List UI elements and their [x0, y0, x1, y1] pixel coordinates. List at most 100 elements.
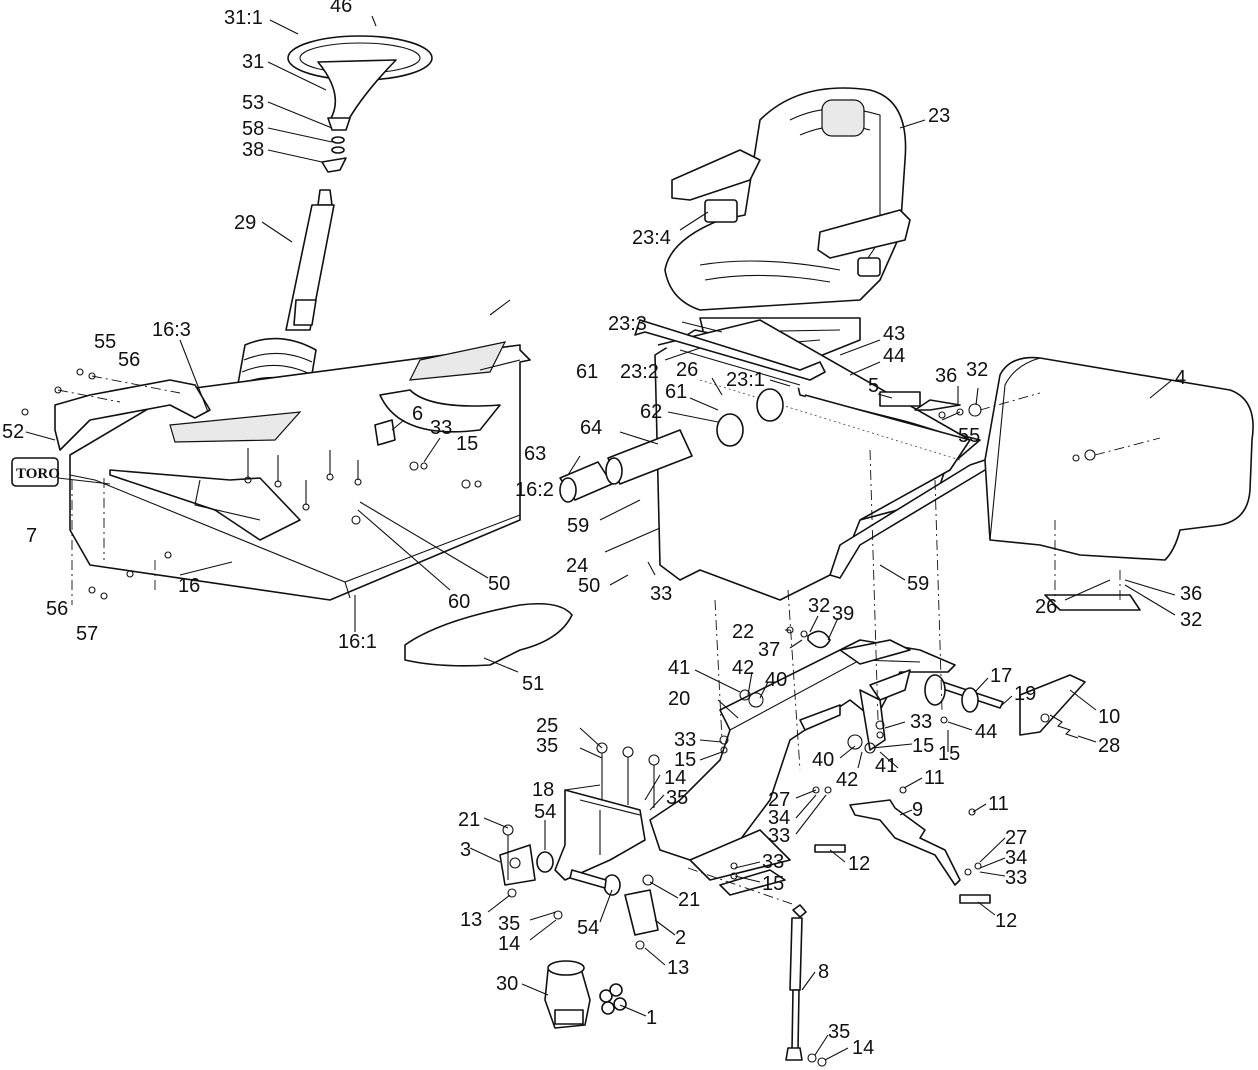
- callout-32: 32: [808, 595, 830, 617]
- callout-34: 34: [1005, 847, 1027, 869]
- callout-59: 59: [567, 515, 589, 537]
- callout-25: 25: [536, 715, 558, 737]
- callout-26: 26: [676, 359, 698, 381]
- operator-seat-23: [664, 87, 911, 373]
- tubes-63-64: [559, 429, 693, 503]
- callout-35: 35: [828, 1021, 850, 1043]
- rear-hardware: [938, 392, 1161, 462]
- callout-16-3: 16:3: [152, 319, 191, 341]
- clamps-61-62: [716, 388, 784, 447]
- callout-31-1: 31:1: [224, 7, 263, 29]
- callout-36: 36: [1180, 583, 1202, 605]
- callout-16-2: 16:2: [515, 479, 554, 501]
- callout-14: 14: [664, 767, 686, 789]
- callout-22: 22: [732, 621, 754, 643]
- callout-57: 57: [76, 623, 98, 645]
- callout-9: 9: [912, 799, 923, 821]
- callout-51: 51: [522, 673, 544, 695]
- callout-52: 52: [2, 421, 24, 443]
- callout-27: 27: [1005, 827, 1027, 849]
- callout-35: 35: [666, 787, 688, 809]
- callout-61: 61: [576, 361, 598, 383]
- callout-16-1: 16:1: [338, 631, 377, 653]
- callout-1: 1: [646, 1007, 657, 1029]
- steering-valve-30: [544, 960, 591, 1029]
- callout-33: 33: [762, 851, 784, 873]
- callout-43: 43: [883, 323, 905, 345]
- callout-39: 39: [832, 603, 854, 625]
- rear-shroud-4: [984, 356, 1254, 611]
- callout-23-3: 23:3: [608, 313, 647, 335]
- callout-33: 33: [674, 729, 696, 751]
- callout-18: 18: [532, 779, 554, 801]
- callout-27: 27: [768, 789, 790, 811]
- callout-40: 40: [765, 669, 787, 691]
- callout-14: 14: [498, 933, 520, 955]
- callout-14: 14: [852, 1037, 874, 1059]
- callout-12: 12: [848, 853, 870, 875]
- callout-62: 62: [640, 401, 662, 423]
- callout-5: 5: [868, 375, 879, 397]
- callout-31: 31: [242, 51, 264, 73]
- callout-4: 4: [1175, 367, 1186, 389]
- callout-10: 10: [1098, 706, 1120, 728]
- callout-13: 13: [667, 957, 689, 979]
- callout-41: 41: [875, 755, 897, 777]
- callout-33: 33: [1005, 867, 1027, 889]
- toro-logo-text: TORO: [16, 466, 60, 482]
- callout-23: 23: [928, 105, 950, 127]
- callout-13: 13: [460, 909, 482, 931]
- callout-32: 32: [966, 359, 988, 381]
- callout-6: 6: [412, 403, 423, 425]
- callout-11: 11: [988, 793, 1009, 815]
- callout-56: 56: [46, 598, 68, 620]
- callout-12: 12: [995, 910, 1017, 932]
- callout-35: 35: [498, 913, 520, 935]
- callout-64: 64: [580, 417, 602, 439]
- platform-bolts: [21, 368, 482, 605]
- gas-spring-8: [785, 904, 807, 1061]
- callout-20: 20: [668, 688, 690, 710]
- callout-53: 53: [242, 92, 264, 114]
- callout-50: 50: [488, 573, 510, 595]
- callout-38: 38: [242, 139, 264, 161]
- callout-32: 32: [1180, 609, 1202, 631]
- callout-29: 29: [234, 212, 256, 234]
- callout-37: 37: [758, 639, 780, 661]
- callout-24: 24: [566, 555, 588, 577]
- fittings-1: [599, 983, 627, 1015]
- callout-15: 15: [938, 743, 960, 765]
- callout-15: 15: [912, 735, 934, 757]
- frame-20: [649, 639, 956, 896]
- callout-58: 58: [242, 118, 264, 140]
- callout-44: 44: [883, 345, 905, 367]
- pivot-pins-54: [536, 851, 621, 896]
- bracket-3: [499, 844, 536, 886]
- callout-34: 34: [768, 807, 790, 829]
- callout-61: 61: [665, 381, 687, 403]
- callout-36: 36: [935, 365, 957, 387]
- callout-46: 46: [330, 0, 352, 17]
- callout-15: 15: [762, 873, 784, 895]
- callout-50: 50: [578, 575, 600, 597]
- callout-26: 26: [1035, 596, 1057, 618]
- callout-63: 63: [524, 443, 546, 465]
- callout-33: 33: [910, 711, 932, 733]
- callout-17: 17: [990, 665, 1012, 687]
- callout-11: 11: [924, 767, 945, 789]
- callout-56: 56: [118, 349, 140, 371]
- console-rear-pad-16-3: [54, 379, 211, 451]
- callout-44: 44: [975, 721, 997, 743]
- callout-42: 42: [836, 769, 858, 791]
- callout-33: 33: [650, 583, 672, 605]
- panel-51: [404, 602, 573, 667]
- callout-33: 33: [768, 825, 790, 847]
- callout-41: 41: [668, 657, 690, 679]
- bracket-18: [554, 789, 646, 881]
- callout-55: 55: [958, 425, 980, 447]
- pedal-shaft-19: [924, 674, 1004, 713]
- steering-column: [235, 136, 347, 406]
- steering-wheel: [287, 35, 433, 131]
